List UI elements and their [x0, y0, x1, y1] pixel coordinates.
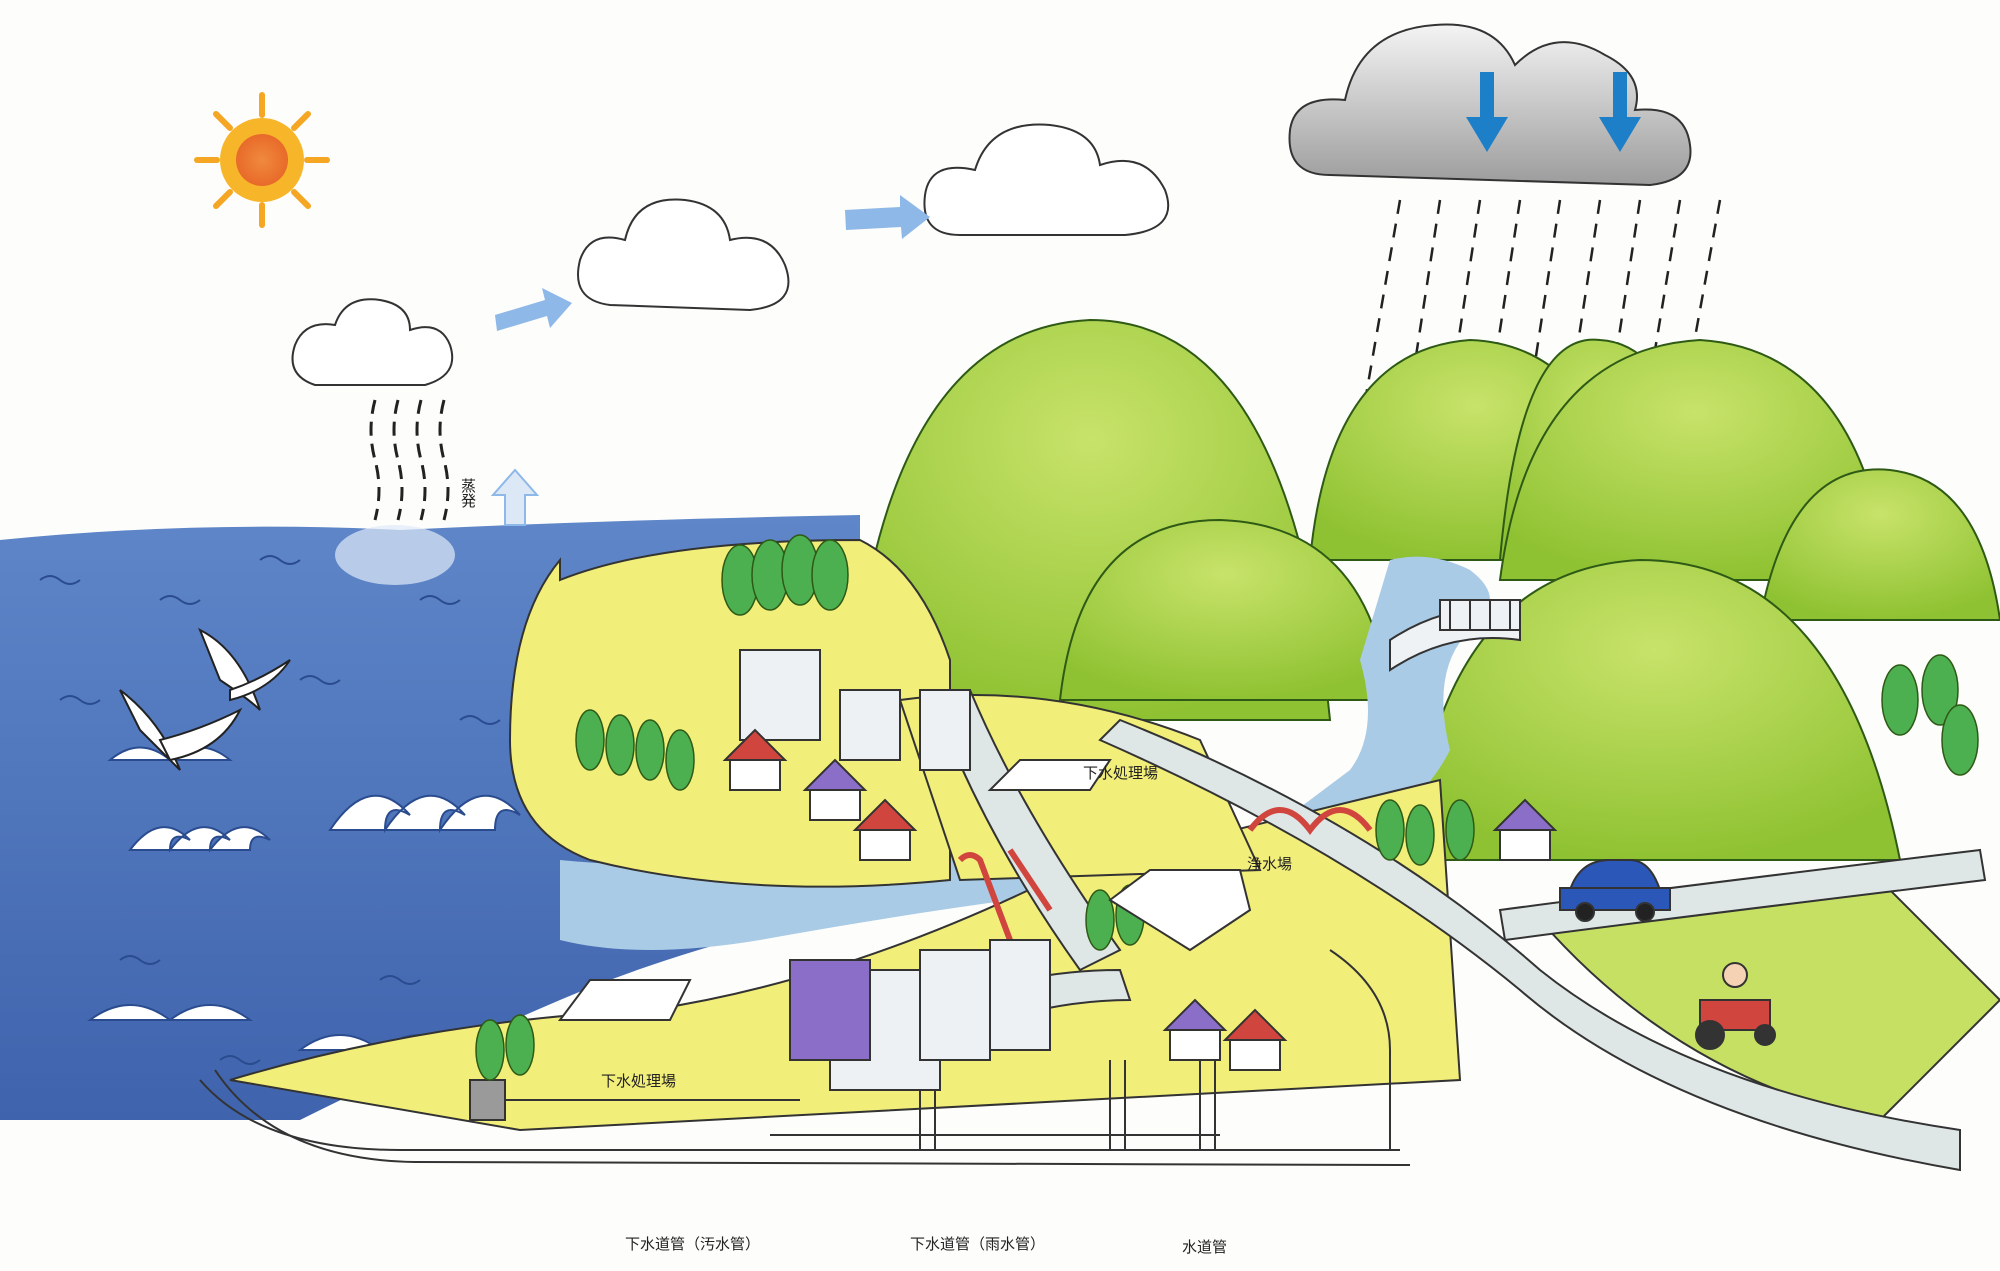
- arrow-down-icon: [1599, 72, 1641, 152]
- building-icon: [739, 649, 1051, 1091]
- arrow-right-icon: [845, 195, 930, 239]
- pipes: [199, 949, 1411, 1166]
- house-icon: [722, 728, 1558, 1071]
- tractor-icon: [1695, 962, 1776, 1050]
- bridge-icon: [957, 807, 1373, 942]
- arrow-right-icon: [495, 288, 572, 331]
- sun-icon: [194, 92, 330, 228]
- tree-icon: [475, 534, 1979, 1081]
- sewage-plant-upper-label: 下水処理場: [1083, 764, 1159, 782]
- water-purification-plant-label: 浄水場: [1247, 855, 1293, 873]
- sewage-plant-lower-label: 下水処理場: [601, 1072, 677, 1090]
- evaporation-label: 蒸発: [459, 478, 477, 508]
- arrow-down-icon: [1466, 72, 1508, 152]
- cloud-icon: [577, 198, 790, 312]
- car-icon: [1559, 859, 1671, 922]
- seagull-icon: [119, 627, 291, 771]
- dam-icon: [1389, 599, 1521, 672]
- evaporation-streaks: [369, 399, 450, 521]
- sewer-pipe-wastewater-label: 下水道管（汚水管）: [625, 1235, 761, 1253]
- mountain-icon: [848, 318, 2000, 861]
- sewage-plant-tanks: [558, 759, 1252, 1021]
- water-pipe-label: 水道管: [1182, 1238, 1228, 1256]
- sewer-pipe-stormwater-label: 下水道管（雨水管）: [910, 1235, 1046, 1253]
- cloud-icon: [291, 298, 454, 386]
- arrow-up-icon: [490, 468, 540, 526]
- cloud-icon: [923, 123, 1170, 236]
